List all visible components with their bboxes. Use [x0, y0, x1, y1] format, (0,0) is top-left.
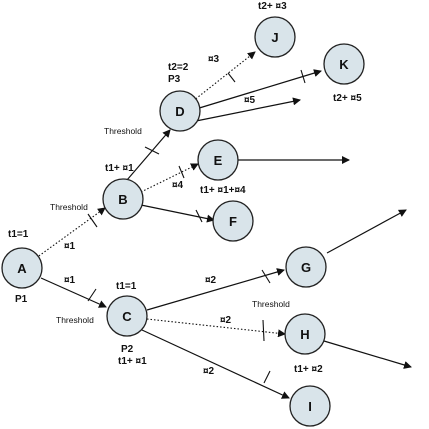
label-t2-eps3: t2+ ¤3: [258, 1, 287, 12]
svg-text:G: G: [301, 260, 311, 275]
tick-c-h: [262, 319, 265, 342]
node-k: K: [323, 43, 365, 85]
label-eps1-ac: ¤1: [64, 275, 76, 286]
node-e: E: [197, 139, 239, 181]
label-threshold-ac: Threshold: [56, 315, 94, 325]
tick-b-d: [144, 146, 160, 155]
edge-c-g: [146, 268, 285, 311]
label-t1-eps1-c: t1+ ¤1: [118, 356, 147, 367]
svg-text:F: F: [229, 214, 237, 229]
label-t2-eps5: t2+ ¤5: [333, 93, 362, 104]
label-p2: P2: [121, 344, 134, 355]
tick-d-k: [300, 69, 306, 84]
label-eps5: ¤5: [244, 95, 256, 106]
label-p1: P1: [15, 294, 28, 305]
svg-text:B: B: [118, 192, 127, 207]
edge-h-out: [323, 340, 412, 369]
edge-c-i: [141, 329, 290, 399]
label-eps1-ab: ¤1: [64, 241, 76, 252]
tick-d-j: [227, 72, 236, 83]
edge-b-f: [140, 204, 215, 223]
label-threshold-ab: Threshold: [50, 202, 88, 212]
label-eps2-cg: ¤2: [205, 275, 217, 286]
node-j: J: [254, 16, 296, 58]
svg-text:J: J: [271, 30, 278, 45]
label-t1-eq-1-c: t1=1: [116, 281, 137, 292]
node-d: D: [159, 90, 201, 132]
edge-b-d: [126, 129, 171, 181]
svg-text:A: A: [17, 261, 27, 276]
svg-text:E: E: [214, 153, 223, 168]
node-i: I: [289, 385, 331, 427]
svg-text:C: C: [122, 309, 132, 324]
label-eps2-ci: ¤2: [203, 366, 215, 377]
svg-text:H: H: [300, 327, 309, 342]
label-threshold-cg: Threshold: [252, 299, 290, 309]
label-t1-eq-1-a: t1=1: [8, 229, 29, 240]
label-t2-eq-2: t2=2: [168, 62, 189, 73]
edge-d-j: [192, 51, 256, 102]
node-a: A: [1, 247, 43, 289]
node-g: G: [285, 246, 327, 288]
edge-c-h: [146, 318, 286, 338]
edge-b-e: [140, 163, 199, 193]
tick-b-e: [178, 165, 185, 179]
label-eps3: ¤3: [208, 54, 220, 65]
node-c: C: [106, 295, 148, 337]
edge-a-c: [40, 277, 107, 308]
label-t1-plus-2: t1+ ¤2: [294, 364, 323, 375]
label-t1-eps1-eps4: t1+ ¤1+¤4: [200, 185, 246, 196]
node-b: B: [102, 178, 144, 220]
svg-text:I: I: [308, 399, 312, 414]
node-f: F: [212, 200, 254, 242]
tick-a-b: [87, 213, 98, 228]
tick-c-g: [261, 269, 271, 284]
tick-c-i: [263, 370, 271, 384]
tick-a-c: [87, 288, 97, 302]
edge-d-out: [195, 97, 301, 122]
label-eps2-ch: ¤2: [220, 315, 232, 326]
tick-b-f: [195, 209, 203, 223]
svg-text:K: K: [339, 57, 349, 72]
label-t1-eps1-b: t1+ ¤1: [105, 163, 134, 174]
label-threshold-bd: Threshold: [104, 126, 142, 136]
label-p3: P3: [168, 74, 181, 85]
node-h: H: [284, 313, 326, 355]
label-eps4: ¤4: [172, 180, 184, 191]
svg-text:D: D: [175, 104, 184, 119]
edge-a-b: [35, 207, 106, 259]
edge-g-out: [326, 209, 407, 254]
edge-d-k: [195, 69, 322, 110]
